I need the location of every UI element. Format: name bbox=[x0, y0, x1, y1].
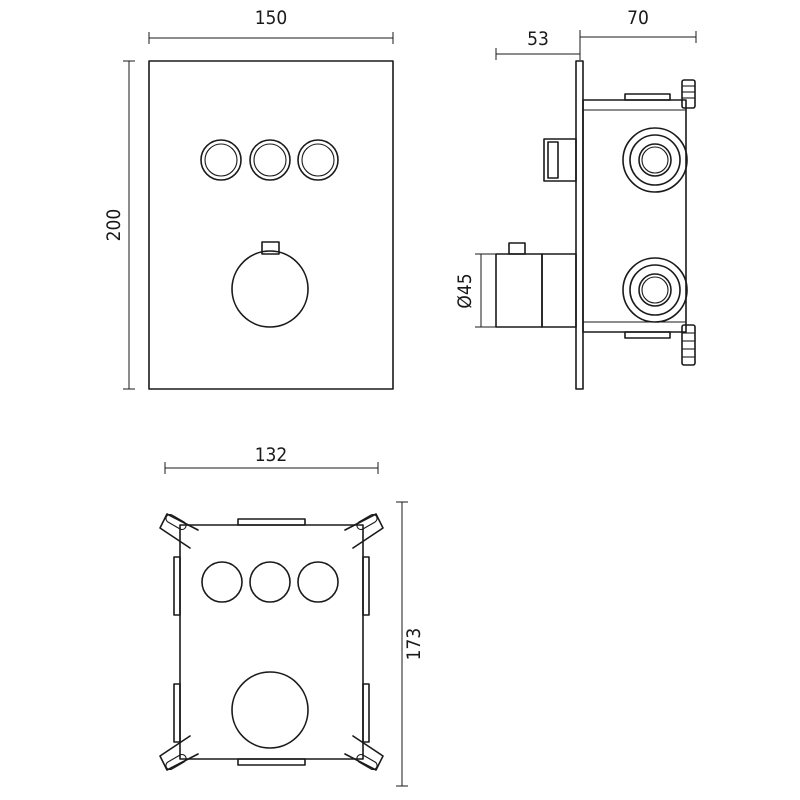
front-button-2 bbox=[249, 139, 291, 181]
side-top-port bbox=[622, 127, 688, 193]
dim-front-height-label: 200 bbox=[103, 209, 125, 242]
box-top-tab bbox=[237, 518, 306, 526]
dim-front-height: 200 bbox=[103, 60, 135, 390]
dim-box-height-label: 173 bbox=[403, 628, 425, 661]
side-bottom-screw bbox=[681, 324, 696, 366]
side-button-stem bbox=[543, 138, 577, 182]
front-button-1 bbox=[200, 139, 242, 181]
box-top-left-ear bbox=[159, 513, 199, 549]
dim-side-back-depth: 70 bbox=[580, 7, 697, 43]
box-outline bbox=[179, 524, 364, 760]
side-bottom-tab bbox=[624, 331, 671, 339]
dim-box-width-label: 132 bbox=[255, 444, 288, 466]
box-opening-1 bbox=[201, 561, 243, 603]
box-button-openings bbox=[201, 561, 339, 603]
dim-side-back-depth-label: 70 bbox=[627, 7, 649, 29]
front-button-3 bbox=[297, 139, 339, 181]
box-side-tabs bbox=[173, 556, 370, 743]
dim-knob-diameter: Ø45 bbox=[454, 253, 496, 328]
side-knob bbox=[495, 242, 577, 328]
box-top-right-ear bbox=[344, 513, 384, 549]
front-plate-outline bbox=[148, 60, 394, 390]
box-bottom-tab bbox=[237, 758, 306, 766]
front-knob-indicator bbox=[261, 241, 280, 255]
dim-front-width: 150 bbox=[148, 7, 394, 44]
front-buttons bbox=[200, 139, 339, 181]
side-top-screw bbox=[681, 79, 696, 109]
side-view: 53 70 Ø45 bbox=[454, 7, 697, 390]
dim-box-width: 132 bbox=[164, 444, 379, 474]
box-bottom-left-ear bbox=[159, 735, 199, 771]
front-view: 150 200 bbox=[103, 7, 394, 390]
box-bottom-right-ear bbox=[344, 735, 384, 771]
dim-side-front-depth-label: 53 bbox=[527, 28, 549, 50]
box-view: 132 173 bbox=[159, 444, 425, 787]
dim-side-front-depth: 53 bbox=[495, 28, 581, 60]
box-opening-3 bbox=[297, 561, 339, 603]
box-knob-opening bbox=[231, 671, 309, 749]
dim-knob-diameter-label: Ø45 bbox=[454, 273, 476, 308]
box-opening-2 bbox=[249, 561, 291, 603]
side-top-tab bbox=[624, 93, 671, 101]
dim-box-height: 173 bbox=[396, 501, 425, 787]
side-bottom-port bbox=[622, 257, 688, 323]
side-plate bbox=[575, 60, 584, 390]
front-knob bbox=[231, 250, 309, 328]
dim-front-width-label: 150 bbox=[255, 7, 288, 29]
